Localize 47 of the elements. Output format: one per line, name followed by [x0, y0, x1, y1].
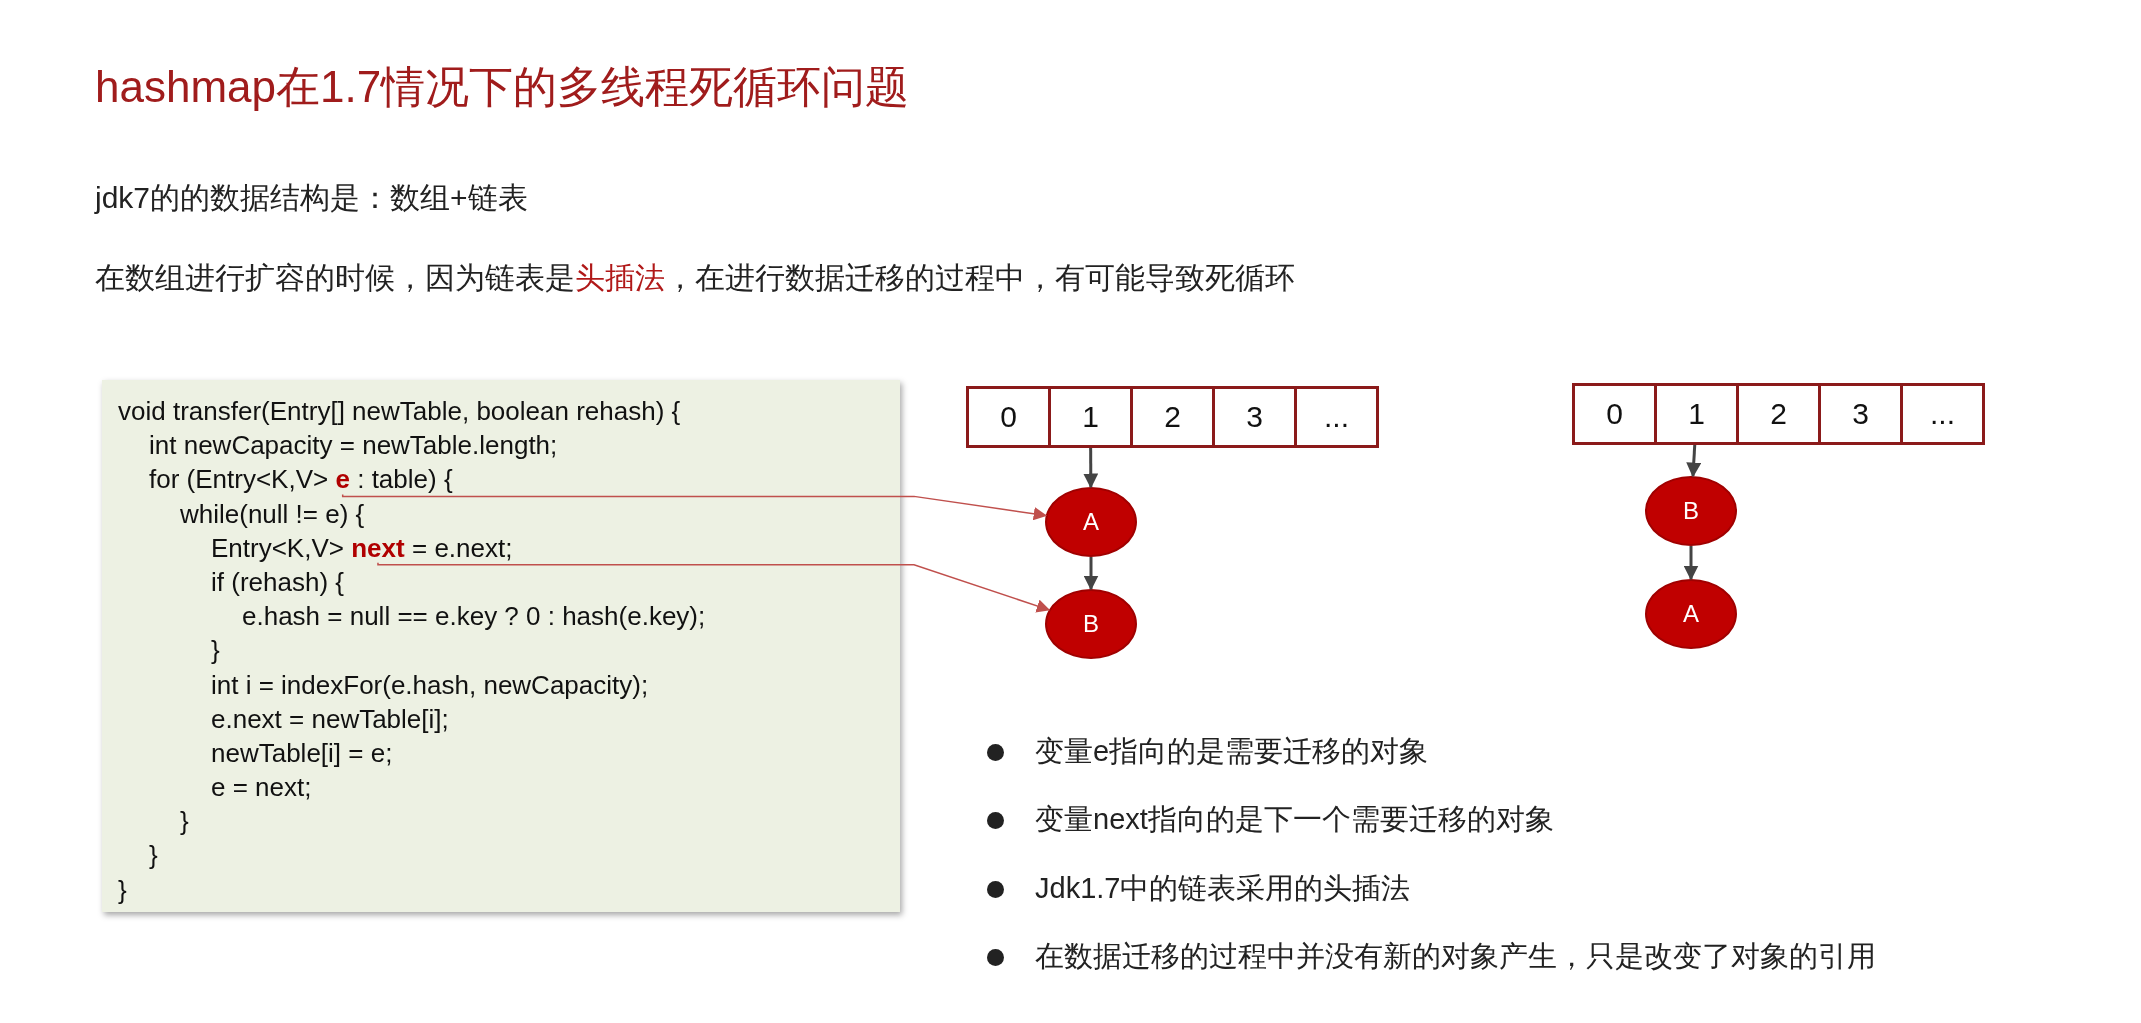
arrow — [1686, 444, 1702, 478]
array-cell: 0 — [966, 386, 1051, 448]
bullet-text: 在数据迁移的过程中并没有新的对象产生，只是改变了对象的引用 — [1035, 939, 1876, 974]
code-text: } — [180, 806, 189, 837]
arrow — [341, 493, 1048, 521]
code-text: : table) { — [357, 464, 453, 495]
node-label: B — [1083, 610, 1099, 638]
array-cell: 2 — [1130, 386, 1215, 448]
code-panel — [102, 380, 900, 912]
code-text: int newCapacity = newTable.length; — [149, 430, 558, 461]
description-text: 在数组进行扩容的时候，因为链表是头插法，在进行数据迁移的过程中，有可能导致死循环 — [95, 260, 1295, 296]
code-variable: next — [351, 532, 405, 563]
node-label: B — [1683, 497, 1699, 525]
bullet-text: 变量e指向的是需要迁移的对象 — [1035, 734, 1429, 769]
array-cell: ... — [1294, 386, 1379, 448]
code-variable: e — [335, 464, 350, 495]
node-label: A — [1083, 508, 1099, 536]
array-cell: 0 — [1572, 383, 1657, 445]
code-text: if (rehash) { — [211, 566, 344, 597]
arrow — [1083, 448, 1099, 489]
slide-title: hashmap在1.7情况下的多线程死循环问题 — [95, 61, 910, 113]
arrow — [1683, 546, 1699, 581]
code-text: int i = indexFor(e.hash, newCapacity); — [211, 669, 649, 700]
array-cell: 3 — [1212, 386, 1297, 448]
code-text: e = next; — [211, 772, 312, 803]
code-text: for (Entry<K,V> — [149, 464, 329, 495]
code-text: } — [118, 874, 127, 905]
code-text: while(null != e) { — [180, 498, 365, 529]
bullet-text: 变量next指向的是下一个需要迁移的对象 — [1035, 802, 1554, 837]
code-text: e.next = newTable[i]; — [211, 703, 449, 734]
code-text: e.hash = null == e.key ? 0 : hash(e.key); — [242, 601, 706, 632]
code-text: } — [211, 635, 220, 666]
array-cell: ... — [1900, 383, 1985, 445]
code-text: void transfer(Entry[] newTable, boolean rehash) { — [118, 396, 681, 426]
code-text: newTable[i] = e; — [211, 737, 393, 768]
array-cell: 2 — [1736, 383, 1821, 445]
arrow — [377, 562, 1051, 613]
arrow — [1083, 557, 1099, 591]
array-cell: 3 — [1818, 383, 1903, 445]
description-text: jdk7的的数据结构是：数组+链表 — [95, 180, 528, 216]
bullet-text: Jdk1.7中的链表采用的头插法 — [1035, 871, 1411, 906]
code-text: = e.next; — [411, 532, 513, 563]
array-cell: 1 — [1048, 386, 1133, 448]
code-text: Entry<K,V> — [211, 532, 344, 563]
node-label: A — [1683, 600, 1699, 628]
array-cell: 1 — [1654, 383, 1739, 445]
code-text: } — [149, 840, 158, 871]
